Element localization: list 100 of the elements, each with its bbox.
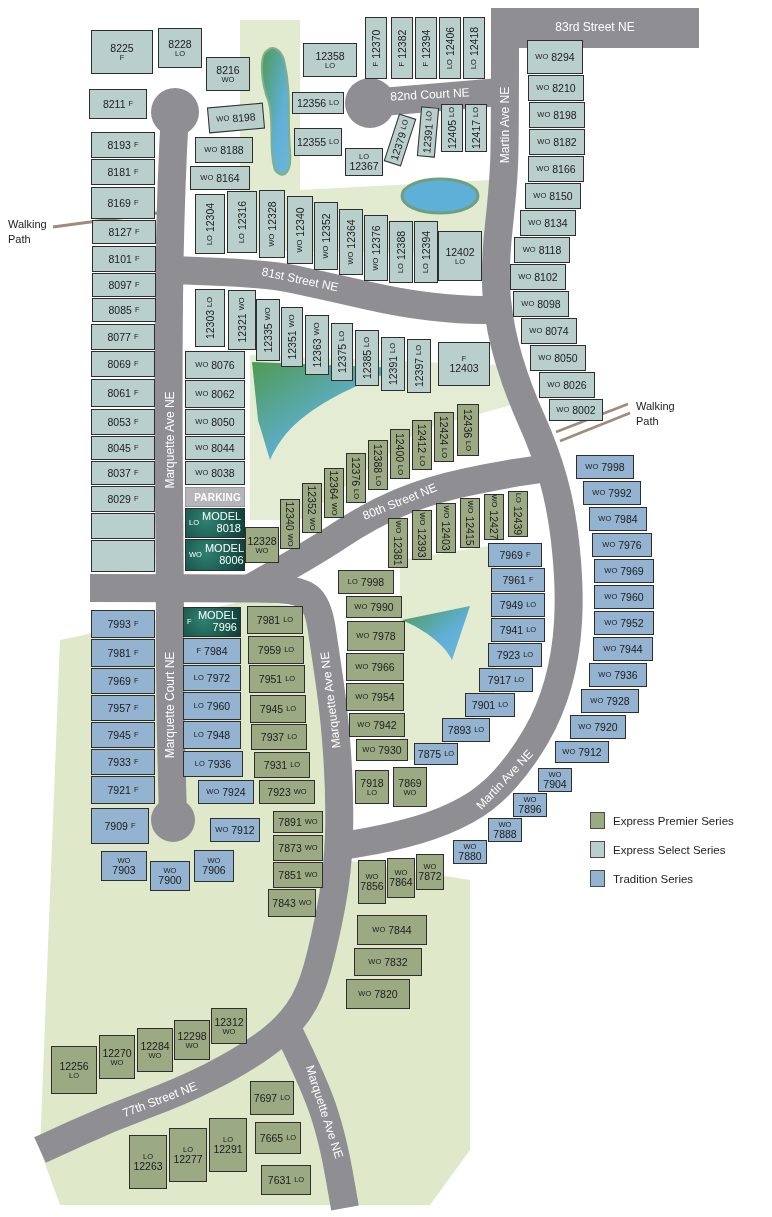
- lot-number: 8076: [211, 359, 235, 371]
- lot: [302, 483, 322, 533]
- lot: [91, 351, 155, 377]
- lot-number: 8134: [544, 217, 568, 229]
- lot: [91, 461, 155, 485]
- lot-number: 12375: [336, 343, 348, 374]
- lot-number: 12358: [315, 50, 345, 61]
- lot-number: 12403: [449, 363, 479, 374]
- lot: [434, 412, 454, 462]
- lot: [390, 429, 410, 479]
- lot: [255, 1122, 301, 1154]
- walking-path-label: Walking Path: [8, 217, 48, 247]
- lot-number: 12397: [413, 357, 425, 388]
- lot-number: 7869: [398, 777, 422, 788]
- lot: [528, 156, 584, 182]
- lot: [339, 209, 363, 275]
- lot: [150, 861, 190, 891]
- lot-number: 7920: [594, 721, 618, 733]
- lot-number: 7945: [107, 729, 131, 741]
- lot-number: 12352: [306, 485, 318, 515]
- lot-number: 8118: [538, 244, 562, 256]
- lot: [169, 1128, 207, 1182]
- lot-number: 7697: [253, 1092, 278, 1104]
- lot: [249, 665, 305, 693]
- lot-number: 7948: [206, 729, 231, 741]
- lot-number: 7928: [606, 695, 630, 707]
- lot-number: 12340: [294, 207, 306, 237]
- lot-number: 7992: [608, 487, 632, 499]
- lot-number: 7875: [417, 748, 442, 760]
- lot: [581, 689, 639, 713]
- lot-number: 7937: [260, 731, 285, 743]
- street-name: 77th Street NE: [120, 1078, 200, 1122]
- lot: [281, 307, 303, 367]
- lot: [91, 132, 155, 158]
- lot: [92, 220, 156, 244]
- lot: [368, 440, 388, 490]
- lot: [91, 379, 155, 407]
- lot: [91, 639, 155, 667]
- lot: [441, 104, 463, 152]
- lot-number: 12417: [470, 119, 482, 150]
- lot-number: 12379: [388, 130, 408, 162]
- lot: [338, 570, 394, 594]
- lot-number: 8164: [216, 172, 240, 184]
- lot: [416, 106, 440, 158]
- lot: [185, 380, 245, 408]
- lot: [391, 17, 413, 79]
- lot-number: 12351: [286, 330, 298, 360]
- lot: [303, 43, 357, 77]
- lot: [491, 568, 545, 592]
- lot-number: 12364: [328, 470, 340, 500]
- lot-number: 8074: [545, 325, 569, 337]
- lot: [91, 695, 155, 721]
- lot: [91, 324, 155, 350]
- lot-number: 8050: [554, 352, 578, 364]
- lot-number: 7942: [373, 719, 397, 731]
- lot: [589, 663, 647, 687]
- lot-number: 7901: [471, 699, 496, 711]
- lot: [465, 693, 515, 717]
- lot: [210, 818, 260, 842]
- lot: [365, 17, 387, 79]
- lot-number: 8085: [108, 304, 132, 316]
- lot-number: 7930: [378, 744, 402, 756]
- lot-number: 12439: [512, 505, 524, 536]
- lot-number: 7912: [231, 824, 255, 836]
- lot: [91, 776, 155, 804]
- lot-number: 7891: [278, 816, 302, 828]
- lot-number: 12316: [236, 200, 248, 231]
- lot-number: 12394: [420, 29, 432, 59]
- lot-number: 7864: [389, 877, 413, 888]
- lot-number: 8188: [220, 144, 244, 156]
- lot: [484, 494, 504, 540]
- lot: [356, 739, 408, 761]
- legend-label: Express Select Series: [613, 843, 726, 856]
- lot-number: 8216: [216, 64, 240, 75]
- lot-number: 7912: [578, 746, 602, 758]
- lot: [250, 695, 306, 723]
- lot-number: 12393: [416, 528, 428, 558]
- lot: [407, 339, 431, 393]
- lot: [91, 30, 153, 74]
- lot-number: 7978: [372, 630, 396, 642]
- model-home-lot: [183, 607, 241, 637]
- lot: [576, 455, 634, 479]
- lot-number: 12304: [204, 202, 216, 233]
- lot-number: 7923: [496, 649, 521, 661]
- lot-number: 7984: [614, 513, 638, 525]
- lot: [158, 28, 202, 68]
- lot: [415, 17, 437, 79]
- lot: [91, 722, 155, 748]
- lot-number: 8210: [552, 82, 576, 94]
- lot-number: 8101: [108, 253, 132, 265]
- lot-number: 7880: [458, 851, 482, 862]
- lot: [185, 461, 245, 485]
- lot: [346, 653, 404, 681]
- lot-number: 8053: [107, 416, 131, 428]
- lot: [259, 780, 315, 804]
- lot: [195, 137, 253, 163]
- lot-number: 12367: [349, 161, 379, 172]
- lot-number: 8225: [110, 42, 134, 53]
- lot-number: 12335: [262, 323, 274, 353]
- lot: [412, 510, 432, 560]
